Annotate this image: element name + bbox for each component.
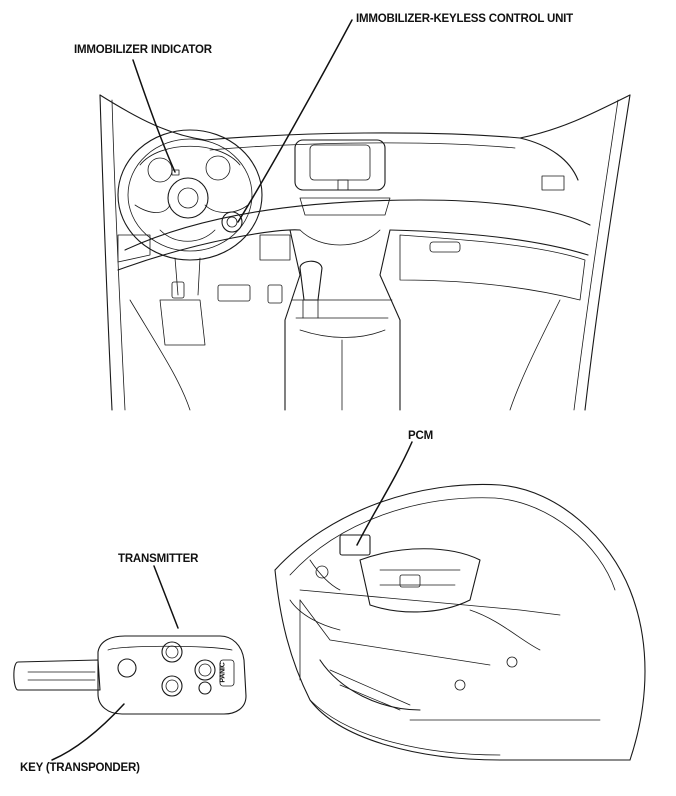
control-unit-leader [237,19,353,223]
transmitter-leader [153,565,179,629]
panic-button-label: PANIC [219,662,227,683]
transmitter-label: TRANSMITTER [118,553,199,565]
key-leader [51,703,125,761]
immobilizer-indicator-label: IMMOBILIZER INDICATOR [74,44,212,56]
immobilizer-keyless-control-unit-label: IMMOBILIZER-KEYLESS CONTROL UNIT [356,13,573,25]
key-transponder-label: KEY (TRANSPONDER) [20,762,140,774]
indicator-lamp-shape [171,169,180,176]
indicator-leader [132,59,176,173]
pcm-label: PCM [408,430,433,442]
pcm-leader [356,441,413,546]
pcm-shape [339,534,371,556]
